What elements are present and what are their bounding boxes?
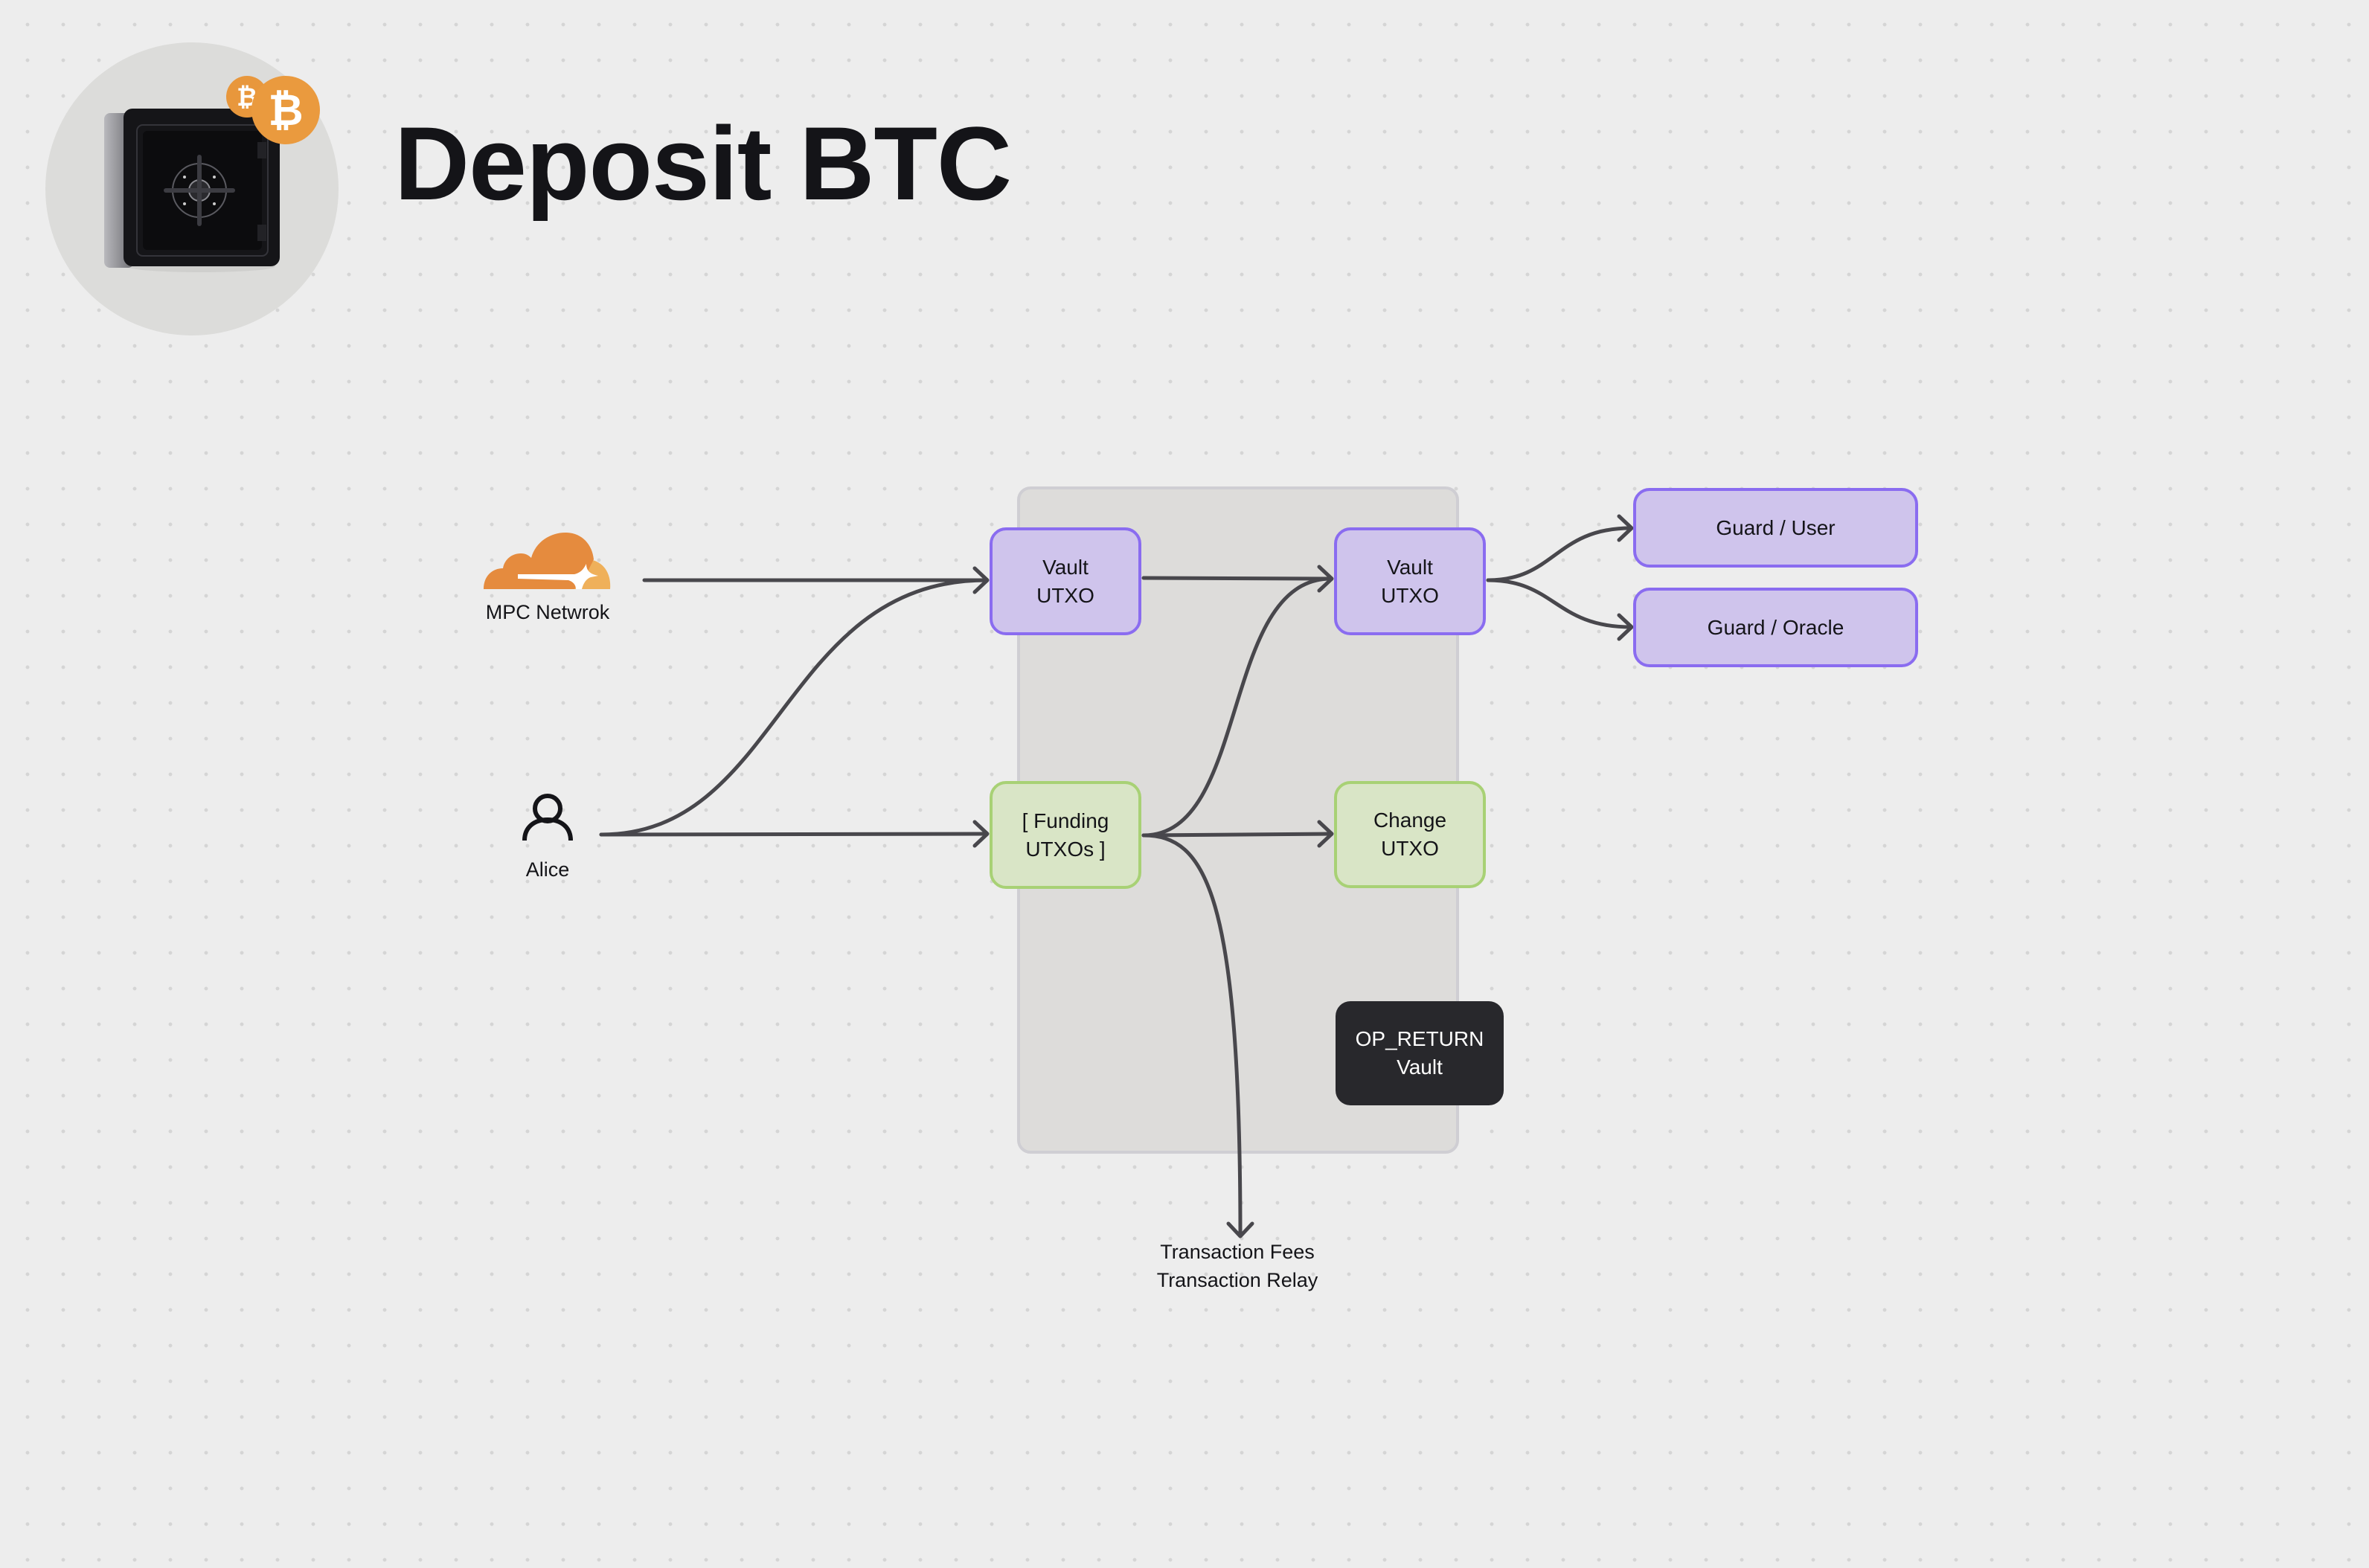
mpc-network-label: MPC Netwrok bbox=[485, 601, 610, 623]
user-icon bbox=[522, 794, 573, 841]
op-return-output[interactable]: OP_RETURN Vault bbox=[1336, 1001, 1504, 1105]
safe-icon bbox=[104, 109, 280, 272]
arrowhead-icon bbox=[972, 566, 990, 594]
box-label: Vault bbox=[1042, 555, 1089, 579]
page-title: Deposit BTC bbox=[394, 105, 1012, 222]
arrowhead-icon bbox=[1617, 514, 1634, 542]
edge-vault-to-guard-user bbox=[1486, 526, 1633, 582]
box-label: Vault bbox=[1397, 1055, 1443, 1079]
box-label: OP_RETURN bbox=[1355, 1027, 1484, 1050]
edge-vault-to-guard-oracle bbox=[1486, 578, 1633, 629]
guard-oracle-path[interactable]: Guard / Oracle bbox=[1633, 588, 1918, 667]
box-label: Vault bbox=[1387, 555, 1433, 579]
arrowhead-icon bbox=[972, 820, 990, 848]
bitcoin-coins-icon: ₿ ₿ bbox=[226, 76, 320, 144]
guard-user-path[interactable]: Guard / User bbox=[1633, 488, 1918, 568]
box-label: UTXOs ] bbox=[1025, 837, 1106, 861]
edge-alice-to-vault bbox=[599, 578, 989, 837]
alice-label: Alice bbox=[525, 858, 570, 881]
cloud-icon bbox=[484, 533, 611, 589]
box-label: [ Funding bbox=[1022, 809, 1109, 832]
svg-text:₿: ₿ bbox=[268, 86, 303, 135]
box-label: Change bbox=[1373, 809, 1447, 832]
edge-alice-to-funding bbox=[599, 832, 989, 837]
arrowhead-icon bbox=[1617, 613, 1634, 641]
transaction-fees-label: Transaction Fees Transaction Relay bbox=[1157, 1238, 1318, 1294]
box-label: UTXO bbox=[1381, 583, 1439, 607]
box-label: Guard / Oracle bbox=[1707, 615, 1844, 639]
arrowhead-icon bbox=[1226, 1221, 1254, 1238]
fees-line-1: Transaction Fees bbox=[1160, 1241, 1315, 1263]
fees-line-2: Transaction Relay bbox=[1156, 1269, 1318, 1291]
box-label: UTXO bbox=[1036, 583, 1094, 607]
box-label: Guard / User bbox=[1716, 515, 1836, 539]
box-label: UTXO bbox=[1381, 837, 1439, 860]
